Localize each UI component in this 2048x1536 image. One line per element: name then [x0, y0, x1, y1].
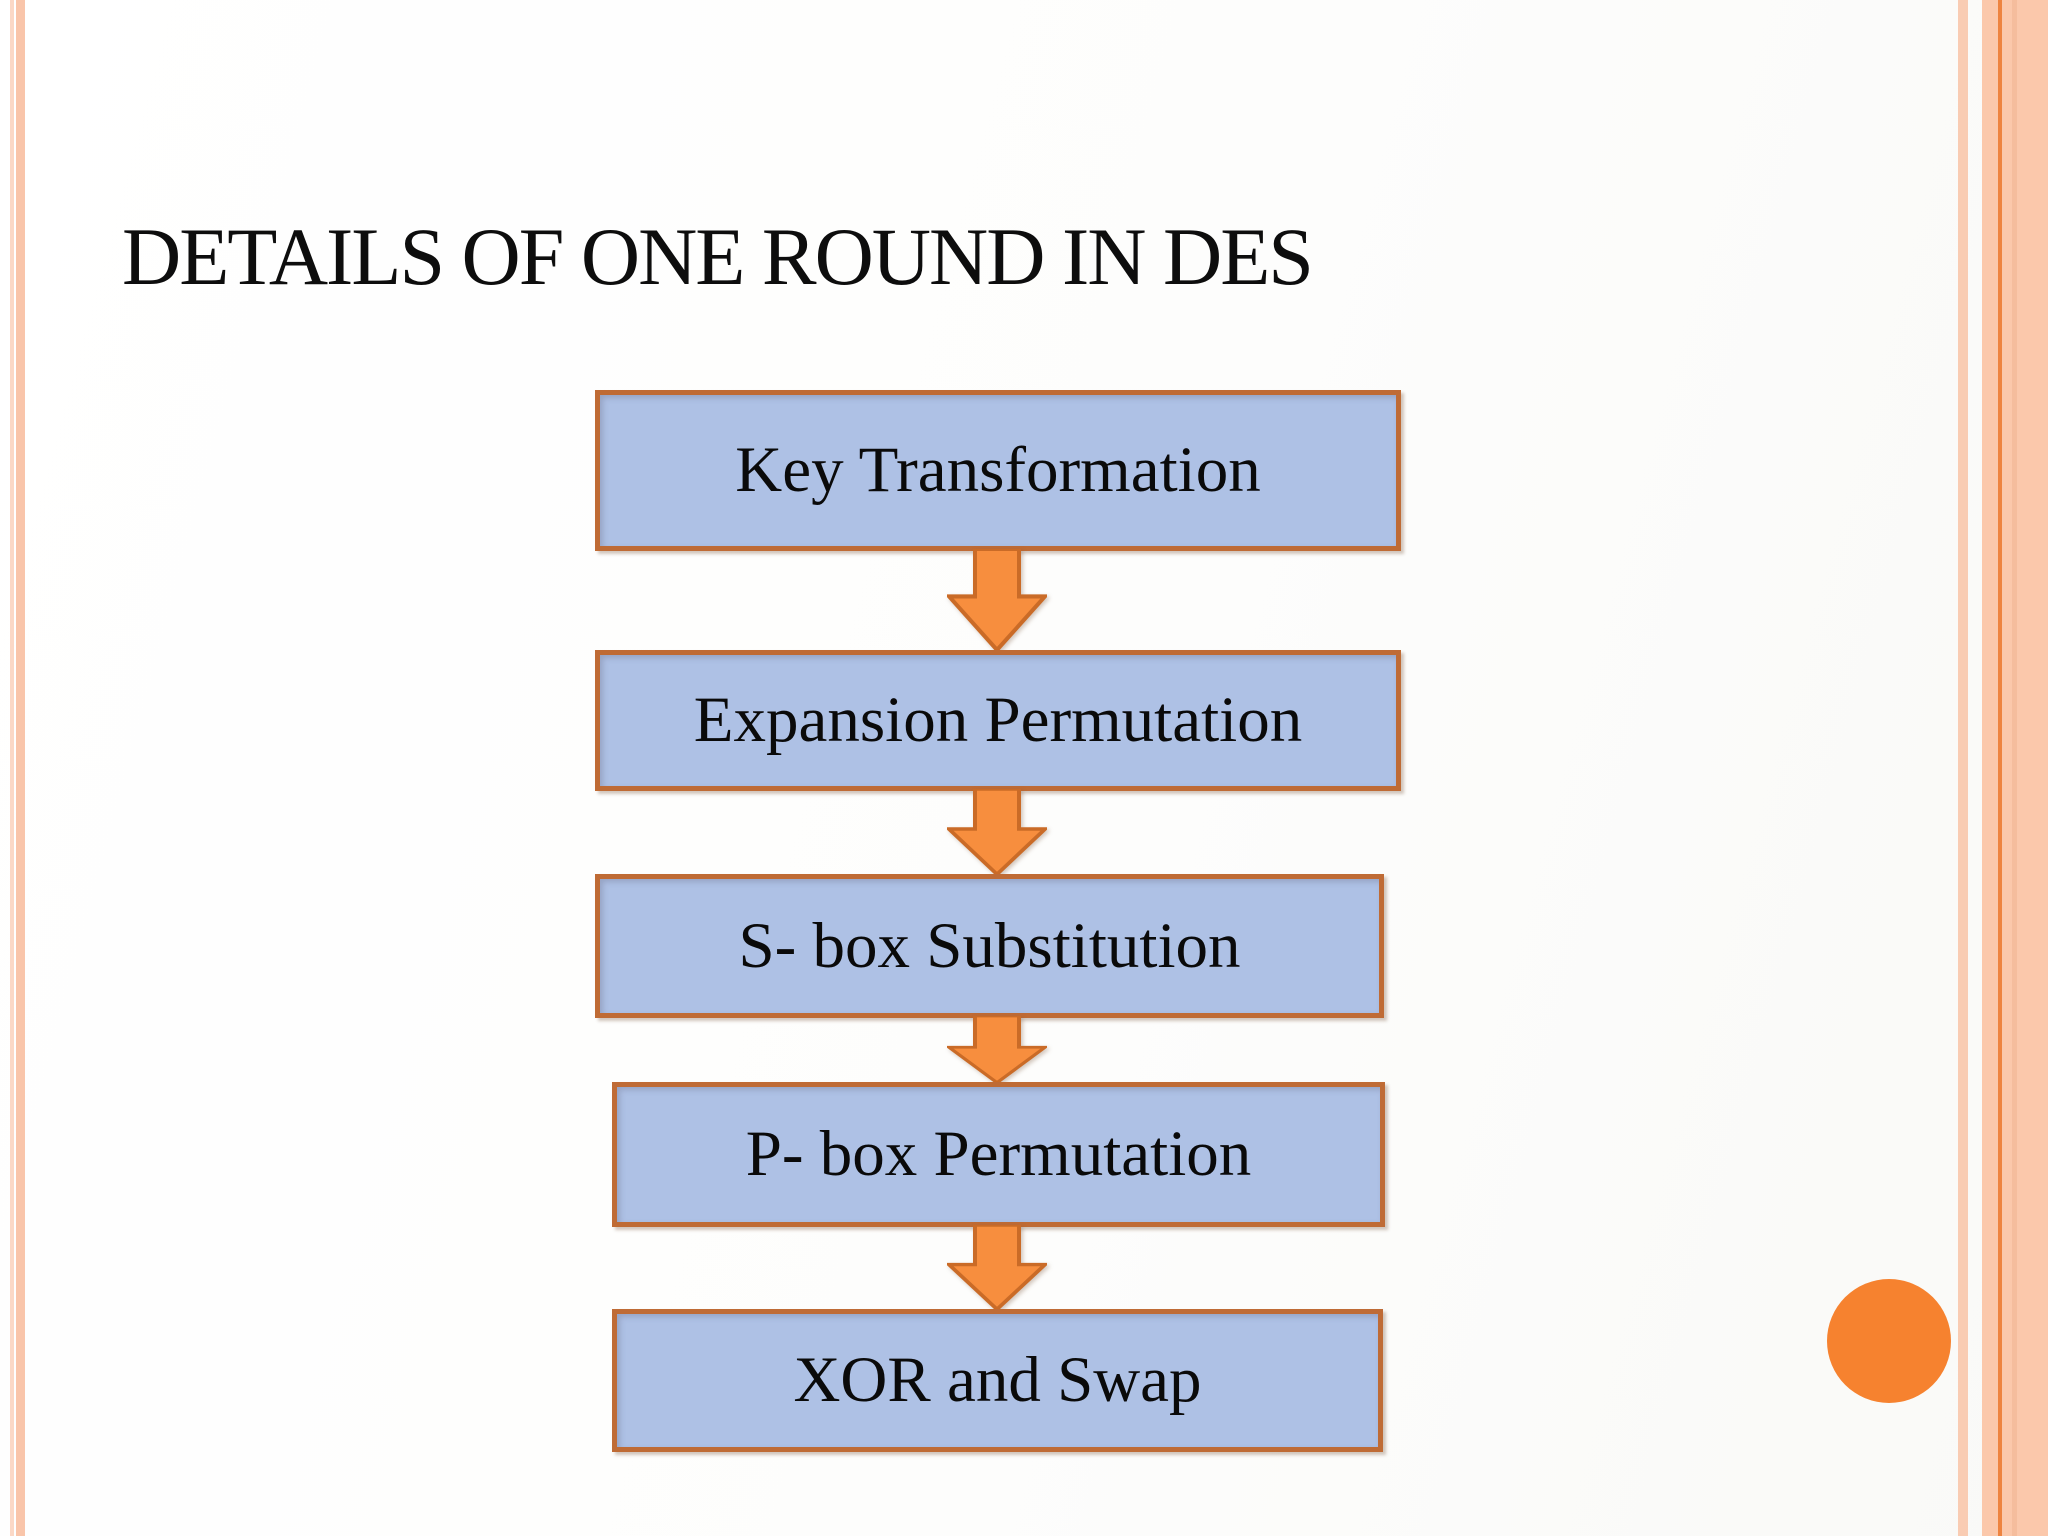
flow-box-label: S- box Substitution	[738, 909, 1241, 982]
flow-box-key-transformation: Key Transformation	[595, 390, 1401, 551]
slide-title: DETAILS OF ONE ROUND IN DES	[122, 211, 1314, 302]
down-arrow-icon	[947, 789, 1047, 876]
accent-circle	[1827, 1279, 1951, 1403]
down-arrow-icon	[947, 1016, 1047, 1084]
flow-box-label: P- box Permutation	[745, 1118, 1252, 1190]
left-border-stripe-wide	[16, 0, 25, 1536]
flow-box-label: Expansion Permutation	[693, 684, 1303, 756]
flow-box-xor-and-swap: XOR and Swap	[612, 1309, 1383, 1452]
flow-box-label: XOR and Swap	[793, 1344, 1202, 1416]
flow-box-expansion-permutation: Expansion Permutation	[595, 650, 1401, 791]
right-border-stripe-thin	[1958, 0, 1968, 1536]
down-arrow-icon	[947, 549, 1047, 652]
flow-box-label: Key Transformation	[735, 434, 1261, 506]
down-arrow-icon	[947, 1225, 1047, 1311]
flow-box-pbox-permutation: P- box Permutation	[612, 1082, 1385, 1227]
right-border-soft-line	[2012, 0, 2017, 1536]
left-border-stripe-thin	[10, 0, 14, 1536]
right-border-dark-line	[1998, 0, 2002, 1536]
flow-box-sbox-substitution: S- box Substitution	[595, 874, 1384, 1018]
